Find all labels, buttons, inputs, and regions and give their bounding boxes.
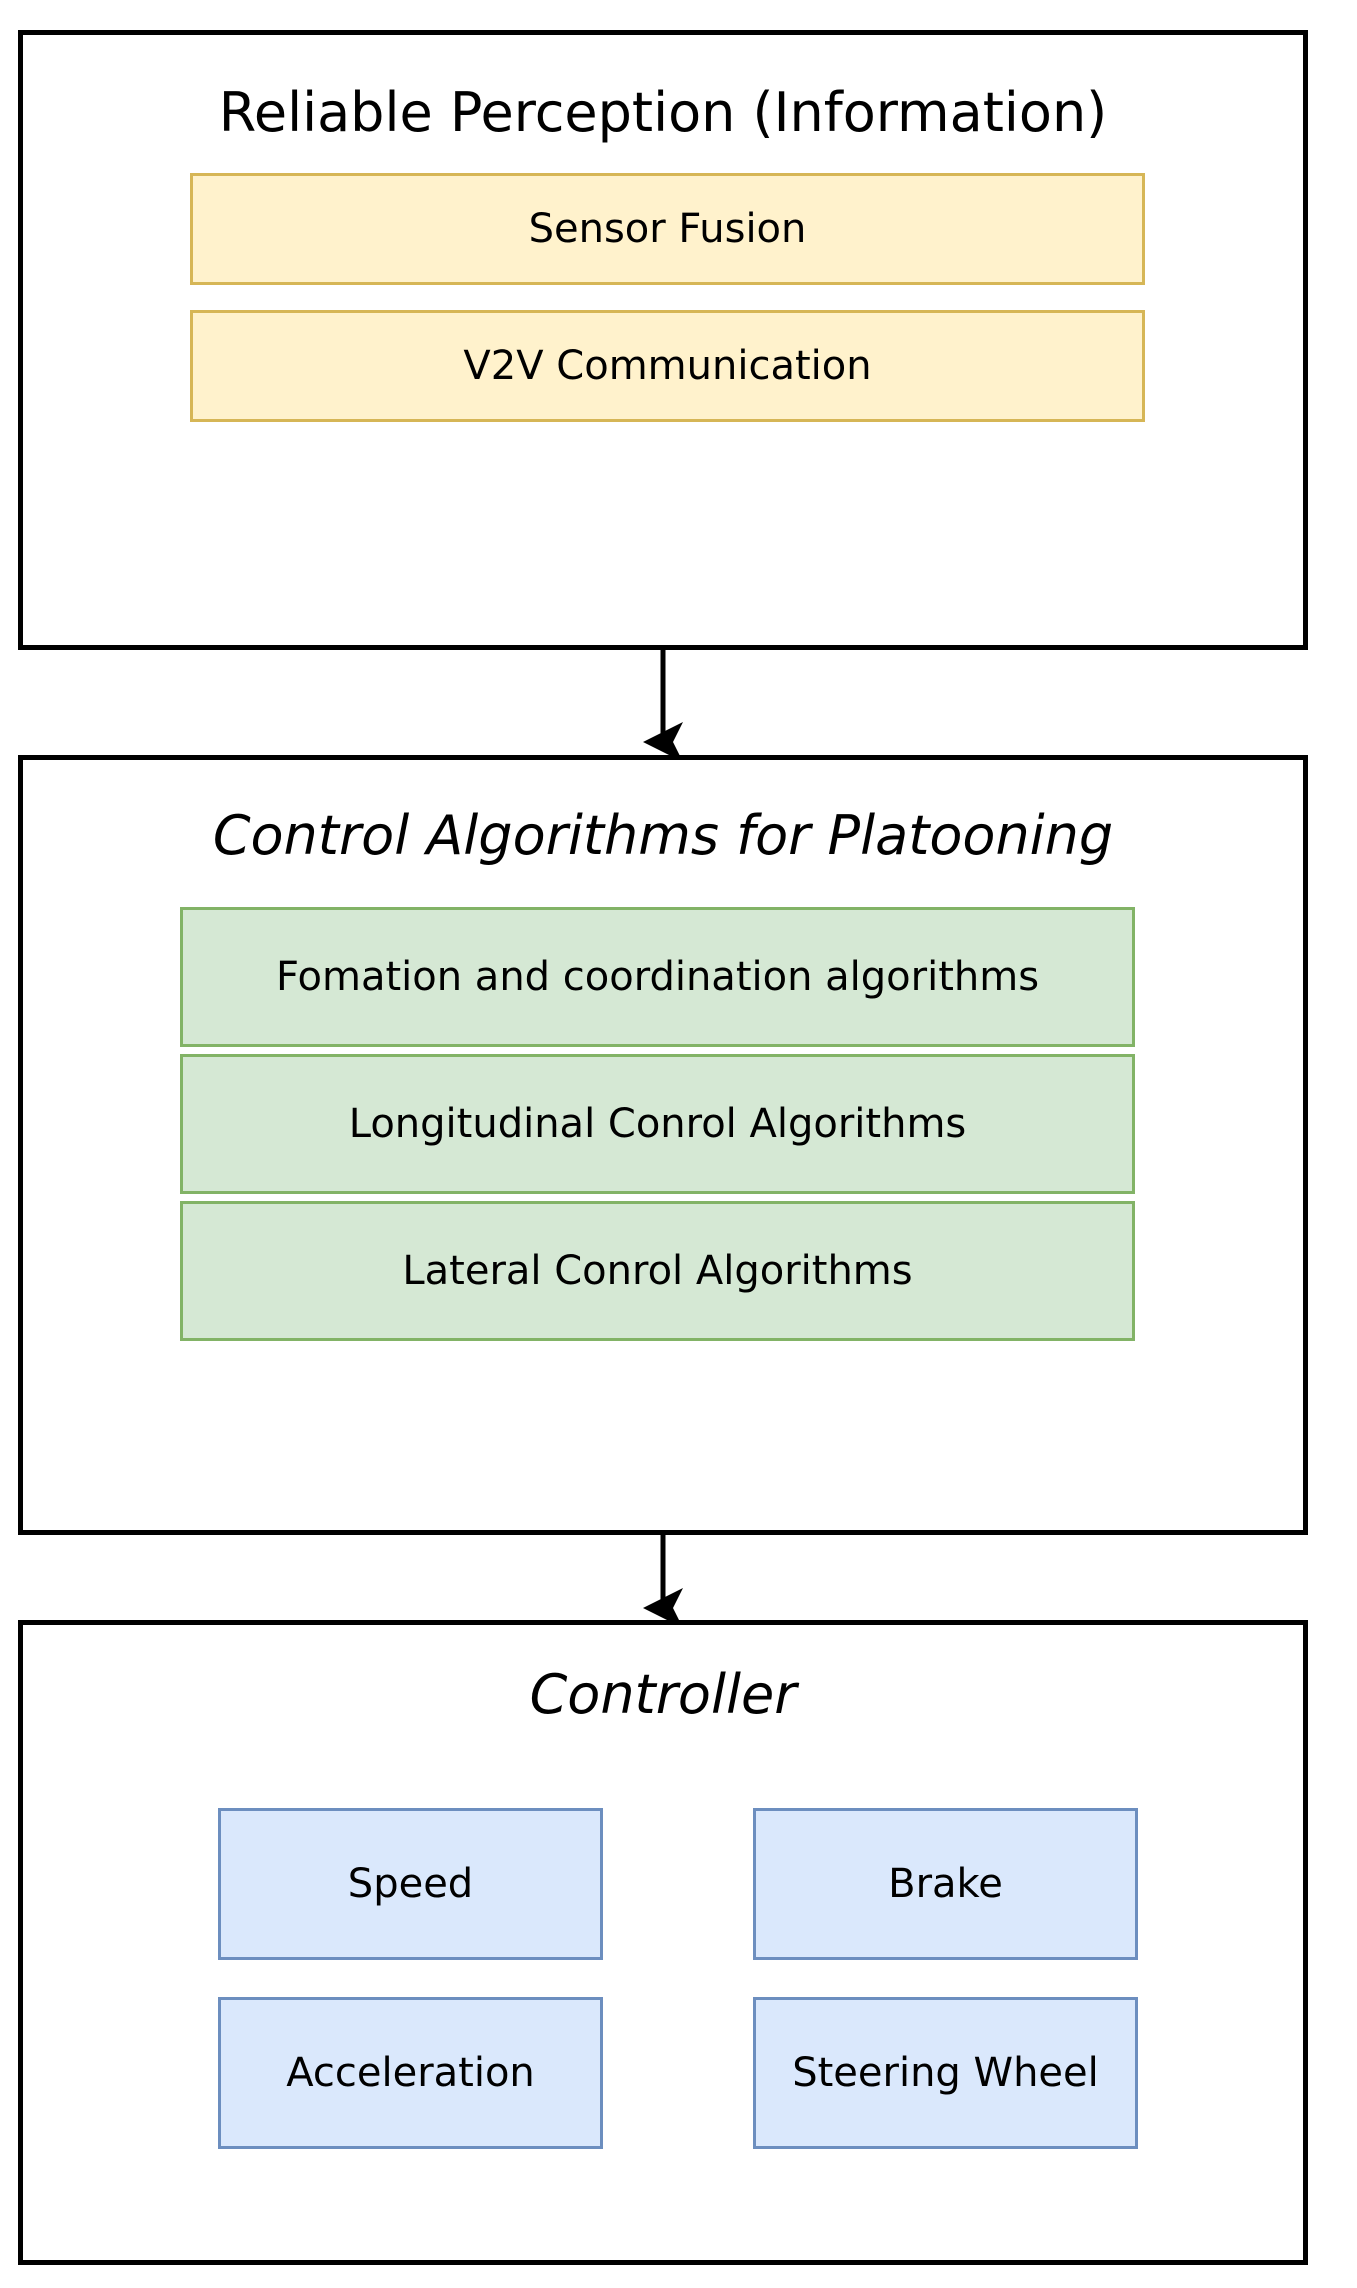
node-brake-label: Brake	[888, 1861, 1003, 1907]
section-controller: Controller Speed Brake Acceleration Stee…	[18, 1620, 1308, 2265]
node-longitudinal-control-algorithms[interactable]: Longitudinal Conrol Algorithms	[180, 1054, 1135, 1194]
section-control-algorithms: Control Algorithms for Platooning Fomati…	[18, 755, 1308, 1535]
section-controller-title: Controller	[529, 1663, 797, 1726]
node-v2v-communication-label: V2V Communication	[463, 343, 872, 389]
node-v2v-communication[interactable]: V2V Communication	[190, 310, 1145, 422]
section-perception-title: Reliable Perception (Information)	[218, 81, 1108, 144]
node-steering-wheel-label: Steering Wheel	[792, 2050, 1099, 2096]
section-perception: Reliable Perception (Information) Sensor…	[18, 30, 1308, 650]
node-speed-label: Speed	[347, 1861, 474, 1907]
node-sensor-fusion-label: Sensor Fusion	[528, 206, 807, 252]
node-acceleration-label: Acceleration	[286, 2050, 535, 2096]
node-steering-wheel[interactable]: Steering Wheel	[753, 1997, 1138, 2149]
node-formation-label: Fomation and coordination algorithms	[275, 954, 1040, 1000]
node-speed[interactable]: Speed	[218, 1808, 603, 1960]
node-acceleration[interactable]: Acceleration	[218, 1997, 603, 2149]
node-longitudinal-label: Longitudinal Conrol Algorithms	[348, 1101, 967, 1147]
node-sensor-fusion[interactable]: Sensor Fusion	[190, 173, 1145, 285]
node-lateral-label: Lateral Conrol Algorithms	[402, 1248, 913, 1294]
node-brake[interactable]: Brake	[753, 1808, 1138, 1960]
node-lateral-control-algorithms[interactable]: Lateral Conrol Algorithms	[180, 1201, 1135, 1341]
section-control-algorithms-title: Control Algorithms for Platooning	[212, 804, 1114, 867]
node-formation-and-coordination-algorithms[interactable]: Fomation and coordination algorithms	[180, 907, 1135, 1047]
